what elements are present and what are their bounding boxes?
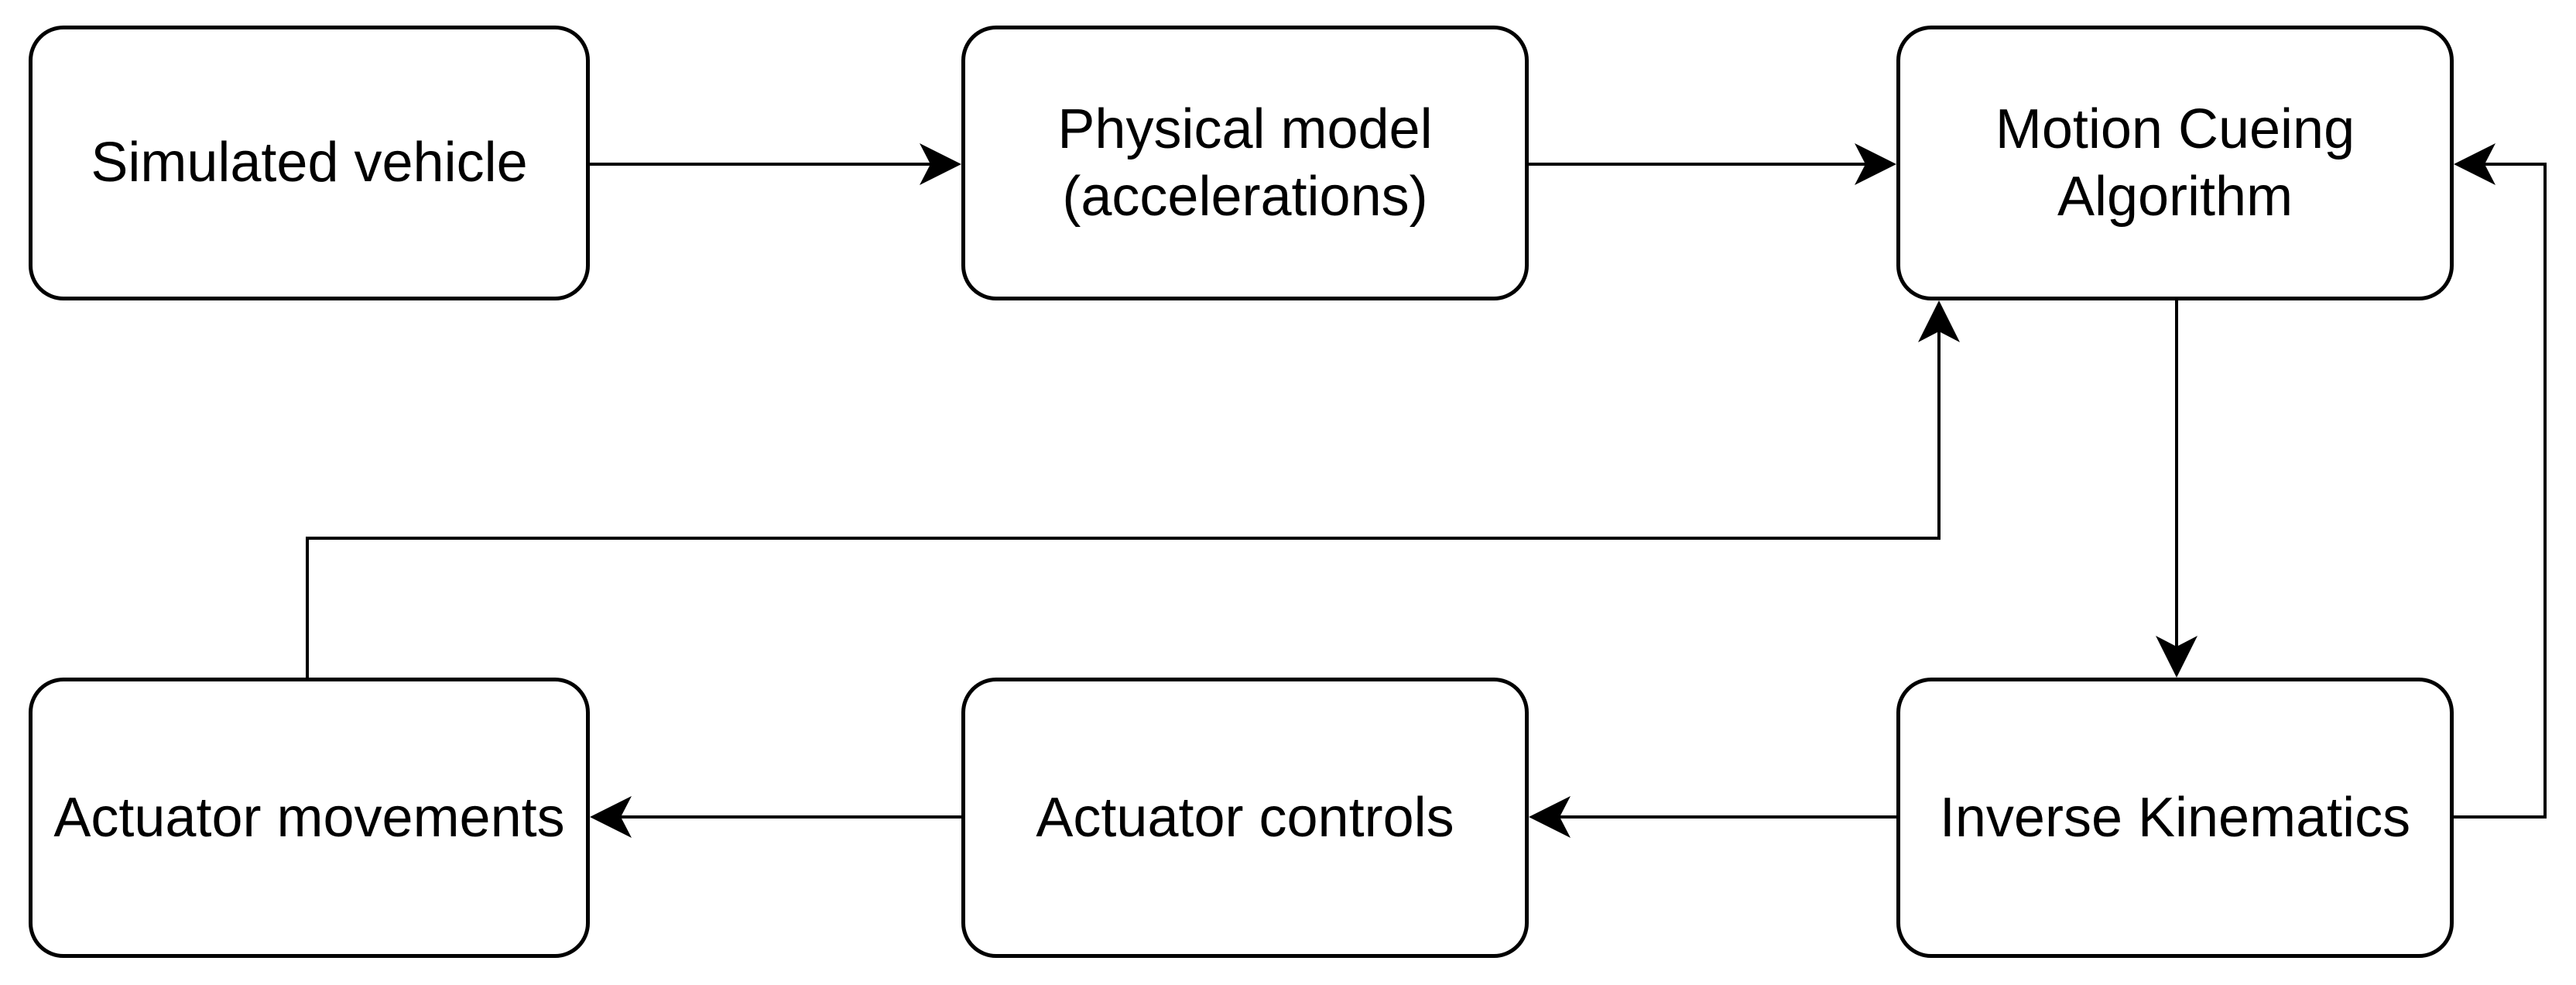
node-motion-cueing-algorithm: Motion Cueing Algorithm [1896, 26, 2454, 300]
edge-simulated-to-physical [590, 143, 961, 185]
node-label-motion-cueing-algorithm: Motion Cueing Algorithm [1995, 98, 2355, 228]
edge-inversekinematics-to-motioncueing-feedback [2454, 143, 2547, 819]
node-label-actuator-controls: Actuator controls [1036, 786, 1454, 849]
arrowhead-left-icon [1529, 796, 1571, 838]
edge-line [306, 330, 1941, 678]
edge-physical-to-motioncueing [1529, 143, 1896, 185]
edge-movements-to-motioncueing-feedback [306, 300, 1960, 678]
arrowhead-down-icon [2156, 636, 2197, 678]
edge-motioncueing-to-inversekinematics [2156, 300, 2197, 678]
arrowhead-left-icon [590, 796, 632, 838]
edge-controls-to-movements [590, 796, 961, 838]
node-label-inverse-kinematics: Inverse Kinematics [1939, 786, 2411, 849]
node-actuator-controls: Actuator controls [961, 678, 1529, 958]
node-simulated-vehicle: Simulated vehicle [29, 26, 590, 300]
arrowhead-left-icon [2454, 143, 2496, 185]
node-label-simulated-vehicle: Simulated vehicle [91, 132, 528, 194]
node-actuator-movements: Actuator movements [29, 678, 590, 958]
arrowhead-right-icon [920, 143, 961, 185]
node-physical-model: Physical model (accelerations) [961, 26, 1529, 300]
arrowhead-right-icon [1855, 143, 1896, 185]
edge-inversekinematics-to-controls [1529, 796, 1896, 838]
edge-line [2454, 163, 2547, 819]
node-inverse-kinematics: Inverse Kinematics [1896, 678, 2454, 958]
node-label-actuator-movements: Actuator movements [53, 786, 565, 849]
node-label-physical-model: Physical model (accelerations) [1057, 98, 1433, 228]
arrowhead-up-icon [1918, 300, 1960, 342]
